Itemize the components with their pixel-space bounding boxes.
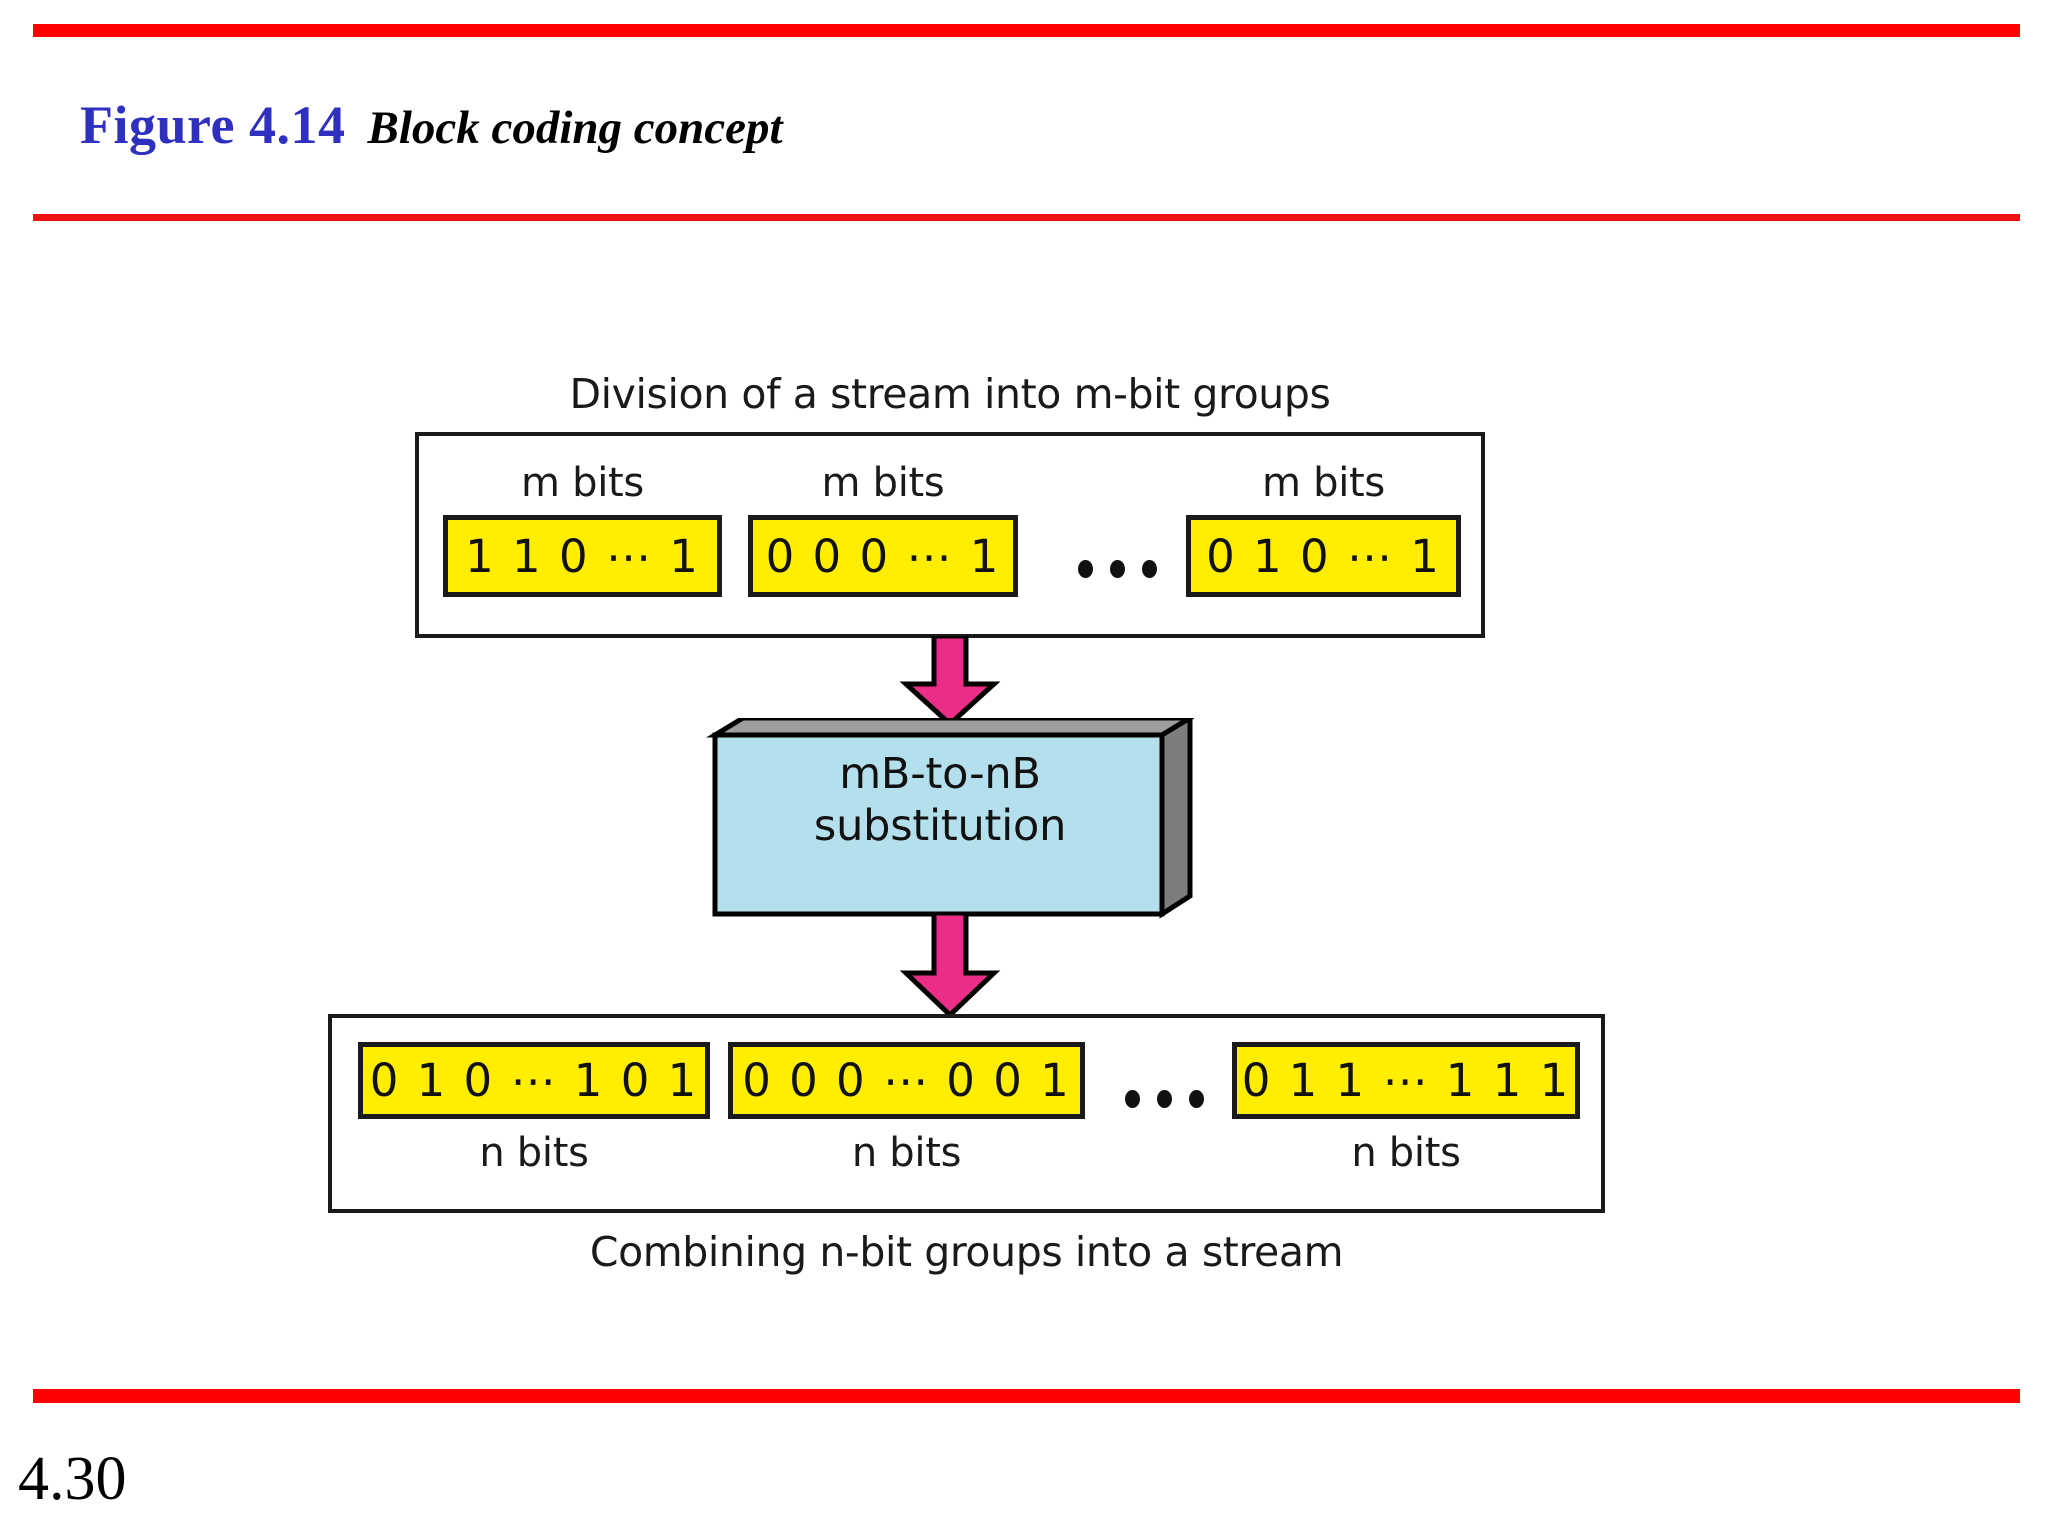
output-group-3: 0 1 1 ⋯ 1 1 1 n bits — [1232, 1042, 1580, 1173]
top-red-rule — [33, 24, 2020, 37]
input-ellipsis-icon — [1078, 560, 1157, 578]
mb-to-nb-substitution-box: mB-to-nB substitution — [700, 718, 1200, 923]
input-group-2-chip: 0 0 0 ⋯ 1 — [748, 515, 1018, 597]
output-group-2: 0 0 0 ⋯ 0 0 1 n bits — [728, 1042, 1085, 1173]
input-group-3-label: m bits — [1262, 460, 1385, 506]
input-group-1-chip: 1 1 0 ⋯ 1 — [443, 515, 722, 597]
processor-label-line1: mB-to-nB — [839, 749, 1041, 799]
output-group-2-chip: 0 0 0 ⋯ 0 0 1 — [728, 1042, 1085, 1119]
output-group-3-label: n bits — [1351, 1130, 1461, 1176]
diagram-top-caption: Division of a stream into m-bit groups — [569, 370, 1331, 418]
input-group-2-label: m bits — [821, 460, 945, 506]
title-underline-rule — [33, 214, 2020, 221]
arrow-down-to-output-icon — [890, 913, 1010, 1017]
output-ellipsis-icon — [1125, 1090, 1204, 1108]
diagram-bottom-caption: Combining n-bit groups into a stream — [589, 1228, 1344, 1276]
input-group-3: m bits 0 1 0 ⋯ 1 — [1186, 463, 1461, 597]
output-group-3-chip: 0 1 1 ⋯ 1 1 1 — [1232, 1042, 1580, 1119]
input-group-3-chip: 0 1 0 ⋯ 1 — [1186, 515, 1461, 597]
output-group-2-label: n bits — [851, 1130, 962, 1176]
input-group-1: m bits 1 1 0 ⋯ 1 — [443, 463, 722, 597]
output-group-1-label: n bits — [479, 1130, 589, 1176]
figure-label: Figure 4.14 — [80, 95, 346, 155]
page-title: Figure 4.14 Block coding concept — [80, 98, 783, 152]
processor-label-line2: substitution — [813, 801, 1067, 852]
arrow-down-to-processor-icon — [890, 636, 1010, 726]
processor-label: mB-to-nB substitution — [715, 748, 1165, 853]
input-group-1-label: m bits — [521, 460, 644, 506]
page-number: 4.30 — [18, 1445, 127, 1513]
figure-caption: Block coding concept — [367, 102, 783, 154]
output-group-1: 0 1 0 ⋯ 1 0 1 n bits — [358, 1042, 710, 1173]
bottom-red-rule — [33, 1389, 2020, 1403]
output-group-1-chip: 0 1 0 ⋯ 1 0 1 — [358, 1042, 710, 1119]
input-group-2: m bits 0 0 0 ⋯ 1 — [748, 463, 1018, 597]
